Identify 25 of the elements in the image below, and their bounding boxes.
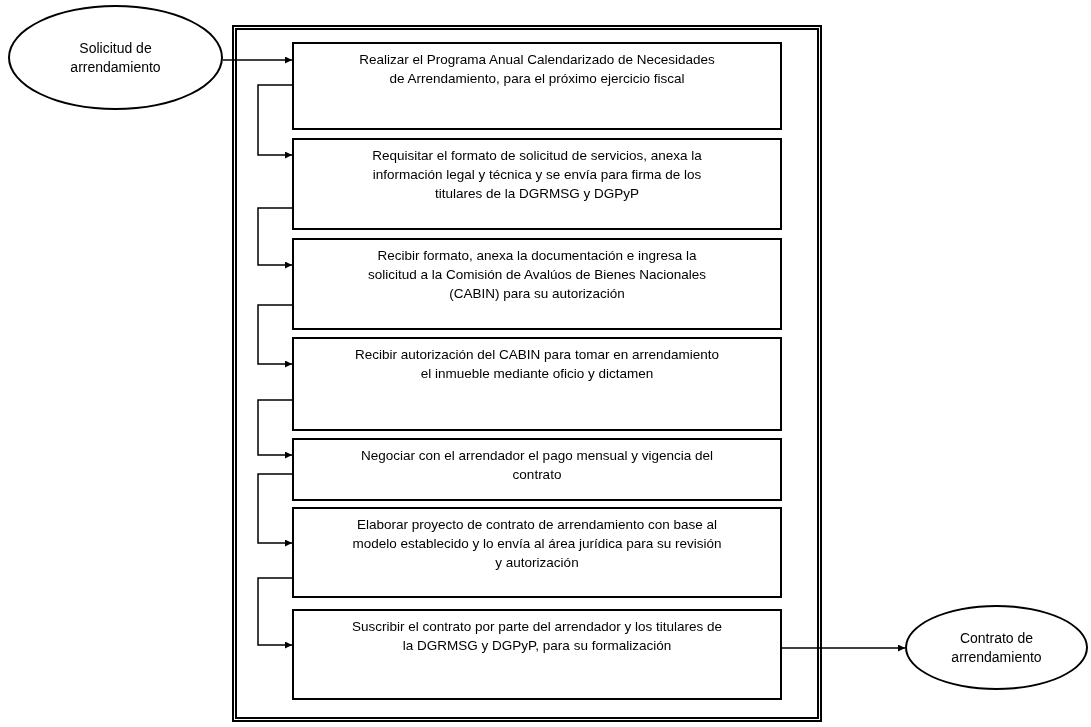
arrow <box>257 473 293 547</box>
step-text: Contrato de arrendamiento <box>950 628 1043 667</box>
step-text: Requisitar el formato de solicitud de servicios, anexa la información legal y técnica y se envía para firma de los titulares de la DGRMSG y DGPyP <box>371 147 703 203</box>
step-text: Solicitud de arrendamiento <box>69 38 162 77</box>
arrow <box>222 56 293 64</box>
step-text: Recibir autorización del CABIN para tomar en arrendamiento el inmueble mediante oficio y dictamen <box>354 346 720 383</box>
process-box <box>292 238 782 330</box>
process-box <box>292 507 782 598</box>
step-text: Realizar el Programa Anual Calendarizado de Necesidades de Arrendamiento, para el próximo ejercicio fiscal <box>358 51 716 88</box>
step-text: Recibir formato, anexa la documentación e ingresa la solicitud a la Comisión de Avalúos de Bienes Nacionales (CABIN) para su autorización <box>366 247 708 303</box>
frame-border <box>232 25 822 722</box>
process-box <box>292 42 782 130</box>
step-text: Suscribir el contrato por parte del arrendador y los titulares de la DGRMSG y DGPyP, para su formalización <box>352 618 722 655</box>
process-box <box>292 609 782 700</box>
arrow <box>257 577 293 649</box>
arrow <box>257 304 293 368</box>
process-box <box>292 438 782 501</box>
arrow <box>257 84 293 159</box>
arrow <box>781 644 906 652</box>
arrow <box>257 207 293 269</box>
step-text: Elaborar proyecto de contrato de arrendamiento con base al modelo establecido y lo envía al área jurídica para su revisión y autorización <box>352 516 722 572</box>
step-text: Negociar con el arrendador el pago mensual y vigencia del contrato <box>360 447 714 484</box>
process-box <box>292 337 782 431</box>
arrow <box>257 399 293 459</box>
process-box <box>292 138 782 230</box>
